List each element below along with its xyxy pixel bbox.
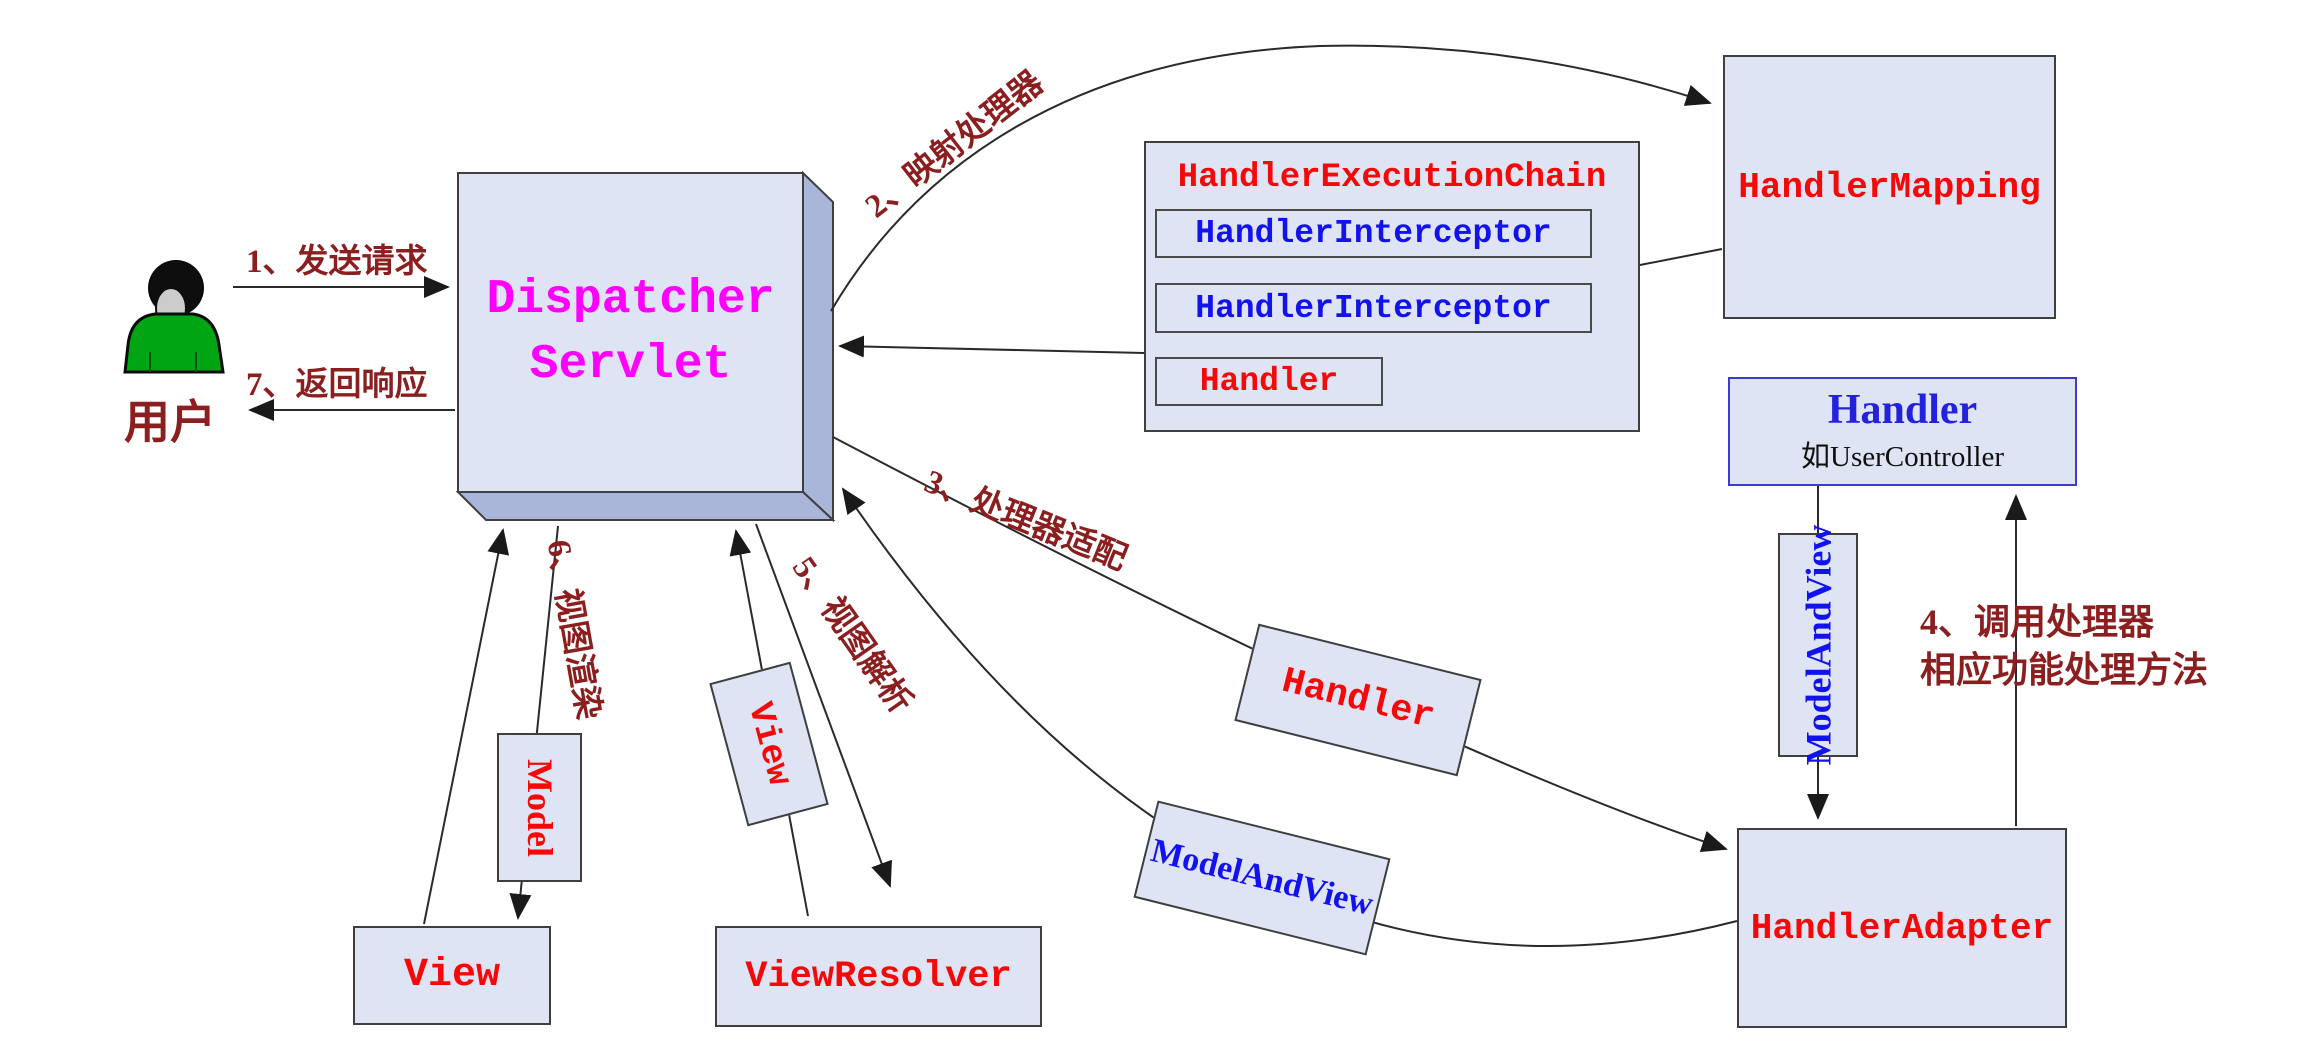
view-resolver-label: ViewResolver (745, 955, 1012, 998)
handler-interceptor-label-2: HandlerInterceptor (1195, 289, 1552, 327)
handler-tilted-label: Handler (1277, 660, 1439, 740)
handler-adapter-box: HandlerAdapter (1737, 828, 2067, 1028)
handler-interceptor-box-1: HandlerInterceptor (1155, 209, 1592, 258)
user-icon (123, 260, 225, 374)
handler-adapter-label: HandlerAdapter (1750, 907, 2054, 949)
handler-inner-box: Handler (1155, 357, 1383, 406)
step4-label-line1: 4、调用处理器 (1920, 602, 2155, 642)
model-label: Model (519, 758, 560, 857)
view-resolver-box: ViewResolver (715, 926, 1042, 1027)
step1-label: 1、发送请求 (246, 244, 428, 280)
dispatcher-servlet-label: Dispatcher Servlet (458, 173, 803, 492)
arrow-view-return-to-dispatcher (423, 528, 510, 925)
dispatcher-servlet-line1: Dispatcher (486, 272, 775, 327)
handler-mapping-label: HandlerMapping (1738, 166, 2041, 208)
arrow-step5-to-view-resolver (755, 523, 892, 888)
view-box: View (353, 926, 551, 1025)
connector-mapping-chain (1639, 248, 1723, 266)
handler-interceptor-box-2: HandlerInterceptor (1155, 283, 1592, 333)
model-and-view-pipe-box: ModelAndView (1778, 525, 1858, 765)
handler-mapping-box: HandlerMapping (1723, 55, 2056, 319)
handler-interceptor-label-1: HandlerInterceptor (1195, 215, 1552, 252)
step7-label: 7、返回响应 (246, 367, 428, 403)
dispatcher-servlet-box (455, 170, 836, 523)
arrow-step2-to-handler-mapping (830, 44, 1712, 312)
arrow-chain-to-dispatcher (838, 335, 1146, 358)
view-label: View (403, 953, 500, 998)
view-tilted-label: View (738, 698, 800, 790)
step4-label-line2: 相应功能处理方法 (1920, 650, 2209, 690)
user-label: 用户 (124, 397, 216, 448)
model-box: Model (497, 733, 582, 882)
handler-box: Handler 如UserController (1728, 377, 2077, 486)
model-and-view-pipe-label: ModelAndView (1798, 524, 1839, 766)
step4-label: 4、调用处理器 相应功能处理方法 (1920, 598, 2208, 694)
handler-subtitle: 如UserController (1801, 440, 2004, 473)
handler-inner-label: Handler (1199, 363, 1339, 400)
dispatcher-servlet-line2: Servlet (529, 337, 732, 392)
handler-title: Handler (1827, 387, 1978, 434)
handler-execution-chain-title: HandlerExecutionChain (1177, 159, 1607, 197)
